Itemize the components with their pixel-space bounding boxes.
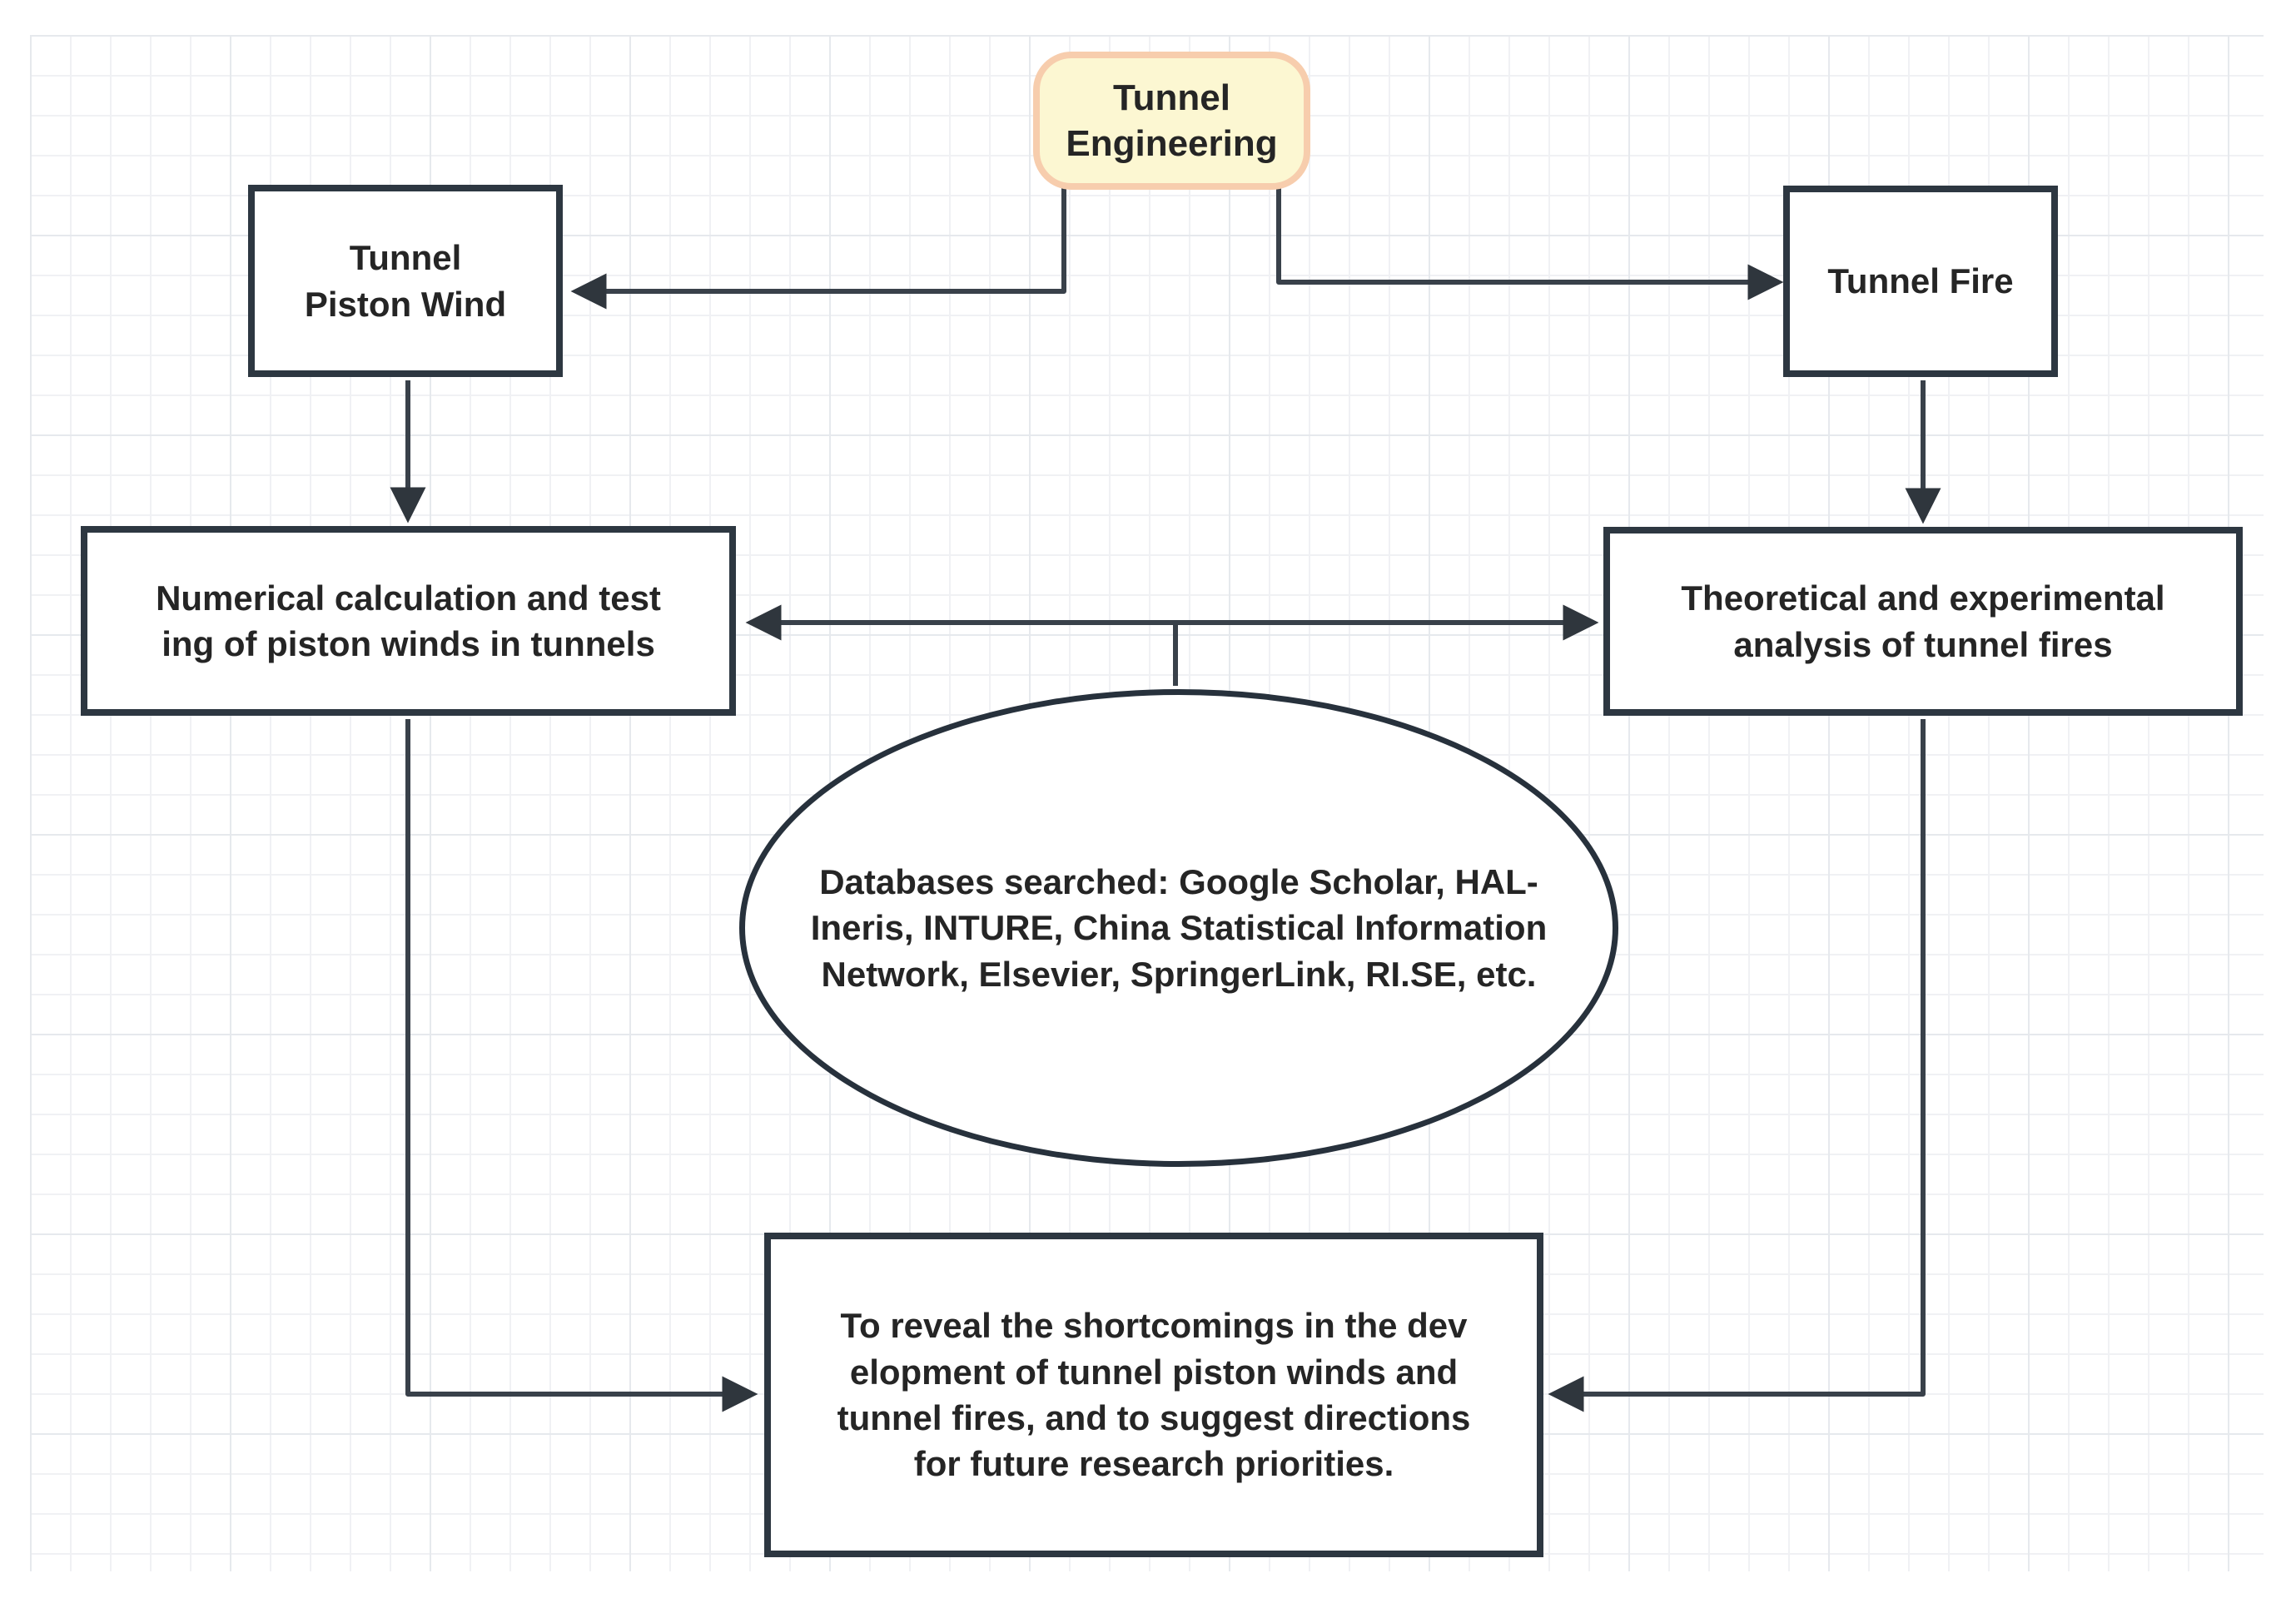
edge-root-to-fire[interactable] [1276,186,1784,300]
node-label-line: Piston Wind [304,284,507,324]
node-label-line: for future research priorities. [913,1444,1394,1484]
node-label-line: analysis of tunnel fires [1733,624,2113,664]
node-label-line: To reveal the shortcomings in the dev [840,1306,1468,1346]
node-label-line: Tunnel [1113,77,1230,118]
edge-root-to-piston[interactable] [570,186,1066,310]
node-label-line: Engineering [1066,123,1278,164]
node-label-line: Tunnel [349,238,462,278]
node-tunnel-fire[interactable]: Tunnel Fire [1783,186,2058,377]
node-tunnel-piston-wind[interactable]: Tunnel Piston Wind [248,185,563,377]
node-label-line: tunnel fires, and to suggest directions [837,1398,1471,1437]
node-label-line: Network, Elsevier, SpringerLink, RI.SE, … [821,954,1537,994]
node-label-line: elopment of tunnel piston winds and [849,1352,1459,1392]
node-label-line: Numerical calculation and test [156,578,661,618]
node-theoretical-analysis[interactable]: Theoretical and experimental analysis of… [1603,527,2243,716]
node-label-line: Theoretical and experimental [1681,578,2165,618]
node-research-goal[interactable]: To reveal the shortcomings in the dev el… [764,1233,1543,1557]
node-label-line: Tunnel Fire [1827,261,2014,301]
edge-theoretical-to-goal[interactable] [1548,719,1926,1412]
node-label-line: Ineris, INTURE, China Statistical Inform… [810,908,1548,948]
node-numerical-calculation[interactable]: Numerical calculation and test ing of pi… [81,526,736,716]
edge-numerical-to-goal[interactable] [405,719,758,1412]
node-label-line: Databases searched: Google Scholar, HAL- [819,861,1538,901]
node-databases-searched[interactable]: Databases searched: Google Scholar, HAL-… [739,689,1618,1167]
node-tunnel-engineering[interactable]: Tunnel Engineering [1033,52,1310,190]
node-label-line: ing of piston winds in tunnels [162,624,655,663]
